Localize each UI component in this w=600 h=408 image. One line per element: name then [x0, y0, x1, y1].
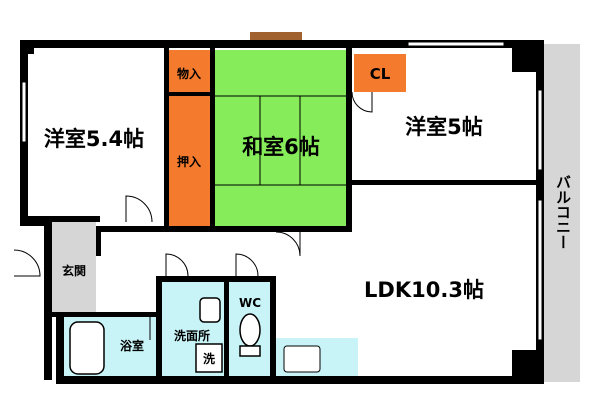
room-label-western-b: 洋室5帖: [405, 115, 483, 139]
windows: [21, 41, 543, 341]
bathtub: [69, 321, 105, 375]
closet-floor: [168, 96, 210, 228]
washitsu-floor: [214, 50, 348, 228]
toilet-tank: [239, 345, 261, 357]
room-label-washroom: 洗面所: [174, 328, 210, 343]
storage-floor: [168, 50, 210, 92]
room-label-closet: 押入: [177, 154, 201, 169]
kitchen-sink: [283, 345, 321, 373]
entrance-floor: [50, 220, 96, 316]
room-label-western-a: 洋室5.4帖: [44, 127, 144, 151]
interior-walls: [24, 46, 538, 380]
balcony-floor: [540, 44, 580, 382]
room-label-washitsu: 和室6帖: [242, 135, 320, 159]
washer-box: [195, 343, 223, 373]
room-label-balcony: バルコニー: [554, 175, 572, 250]
room-label-washer: 洗: [203, 351, 215, 366]
room-label-entrance: 玄関: [62, 263, 86, 278]
door-swings: [13, 91, 373, 340]
washbasin: [199, 297, 221, 323]
room-label-storage: 物入: [177, 66, 201, 81]
room-label-wc: WC: [239, 296, 261, 310]
toilet-bowl: [239, 313, 261, 347]
room-label-cl: CL: [370, 65, 391, 83]
cl-floor: [354, 54, 406, 92]
tatami-lines: [214, 95, 348, 186]
room-label-bath: 浴室: [120, 338, 144, 353]
room-label-ldk: LDK10.3帖: [364, 278, 484, 302]
